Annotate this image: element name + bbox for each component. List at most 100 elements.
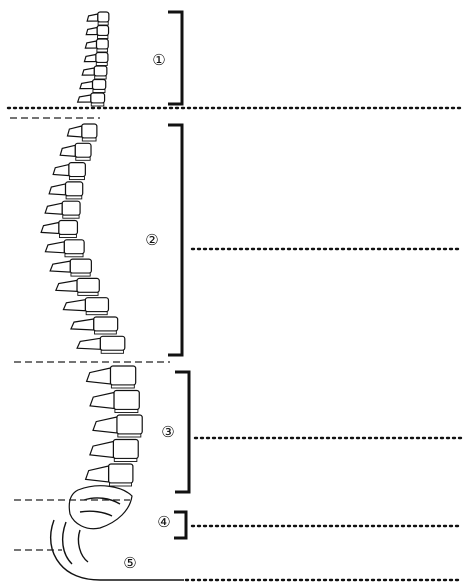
vertebra-process xyxy=(93,417,117,433)
bracket-region-4 xyxy=(174,512,186,538)
intervertebral-disc xyxy=(65,254,83,257)
vertebra-body xyxy=(59,221,78,235)
vertebra xyxy=(50,259,91,276)
vertebra xyxy=(53,163,85,180)
vertebra xyxy=(80,80,106,93)
intervertebral-disc xyxy=(86,312,107,315)
vertebra xyxy=(56,278,99,295)
vertebra xyxy=(85,39,108,52)
bracket-region-3 xyxy=(175,372,189,492)
intervertebral-disc xyxy=(93,90,105,93)
vertebra-process xyxy=(86,28,97,35)
vertebra-body xyxy=(92,80,105,90)
intervertebral-disc xyxy=(95,76,107,79)
vertebra-body xyxy=(70,259,91,273)
vertebra xyxy=(78,93,105,106)
intervertebral-disc xyxy=(63,215,79,218)
vertebra xyxy=(49,182,83,199)
vertebra xyxy=(71,317,118,334)
vertebra xyxy=(45,240,84,257)
intervertebral-disc xyxy=(66,196,82,199)
sacrum xyxy=(69,486,132,529)
vertebra-process xyxy=(50,261,70,272)
vertebra xyxy=(60,143,91,160)
intervertebral-disc xyxy=(115,410,138,413)
vertebra-body xyxy=(94,317,118,331)
vertebra xyxy=(45,201,80,218)
vertebra-body xyxy=(110,366,135,385)
vertebra-body xyxy=(69,163,86,177)
region-label-3: ③ xyxy=(161,423,174,441)
vertebra-body xyxy=(96,53,108,63)
vertebra-body xyxy=(117,415,142,434)
vertebra-body xyxy=(96,39,108,49)
vertebra-process xyxy=(53,165,69,176)
region-label-2: ② xyxy=(145,231,158,249)
vertebra-body xyxy=(98,12,109,22)
vertebra-body xyxy=(75,143,91,157)
vertebra-process xyxy=(87,14,98,21)
vertebra xyxy=(77,336,125,353)
vertebra-body xyxy=(114,391,139,410)
vertebra xyxy=(90,440,138,462)
vertebra-body xyxy=(85,298,108,312)
intervertebral-disc xyxy=(101,350,123,353)
region-label-1: ① xyxy=(152,51,165,69)
vertebra-body xyxy=(82,124,97,138)
region-label-4: ④ xyxy=(157,513,170,531)
vertebra xyxy=(84,53,107,66)
vertebra-process xyxy=(78,95,91,102)
vertebra-body xyxy=(64,240,84,254)
intervertebral-disc xyxy=(109,483,131,486)
vertebra xyxy=(90,391,139,413)
vertebra-process xyxy=(85,41,96,48)
vertebra-process xyxy=(63,300,85,311)
vertebra xyxy=(86,26,108,39)
vertebra-body xyxy=(65,182,82,196)
vertebral-column xyxy=(41,12,142,486)
boundary-lines xyxy=(10,118,170,550)
intervertebral-disc xyxy=(78,292,98,295)
vertebra-process xyxy=(86,466,109,482)
region-labels: ① ② ③ ④ ⑤ xyxy=(123,51,174,572)
intervertebral-disc xyxy=(114,459,137,462)
vertebra xyxy=(86,464,133,486)
region-label-5: ⑤ xyxy=(123,554,136,572)
intervertebral-disc xyxy=(91,103,104,106)
vertebra-body xyxy=(94,66,107,76)
vertebra-body xyxy=(109,464,133,483)
vertebra-process xyxy=(87,368,111,384)
vertebra-body xyxy=(91,93,105,103)
vertebra xyxy=(63,298,108,315)
vertebra-process xyxy=(45,242,64,253)
vertebra xyxy=(87,12,109,25)
vertebra-process xyxy=(45,203,62,214)
vertebra-process xyxy=(84,55,95,62)
vertebra-body xyxy=(113,440,138,459)
intervertebral-disc xyxy=(118,434,141,437)
region-brackets xyxy=(168,12,189,538)
vertebra xyxy=(87,366,136,388)
vertebra-body xyxy=(100,336,125,350)
intervertebral-disc xyxy=(96,63,107,66)
vertebra-process xyxy=(49,184,65,195)
vertebra xyxy=(82,66,107,79)
vertebra xyxy=(67,124,96,141)
vertebra-process xyxy=(80,82,93,89)
vertebra-process xyxy=(90,442,113,458)
intervertebral-disc xyxy=(71,273,90,276)
vertebra-process xyxy=(56,280,77,291)
vertebra-process xyxy=(82,68,94,75)
vertebra-body xyxy=(97,26,108,36)
bracket-region-1 xyxy=(168,12,182,104)
vertebra-process xyxy=(67,126,81,137)
vertebra-body xyxy=(62,201,80,215)
intervertebral-disc xyxy=(82,138,96,141)
intervertebral-disc xyxy=(111,385,134,388)
vertebra-process xyxy=(90,393,114,409)
intervertebral-disc xyxy=(59,235,76,238)
intervertebral-disc xyxy=(76,157,90,160)
intervertebral-disc xyxy=(98,36,108,39)
vertebra xyxy=(41,221,77,238)
